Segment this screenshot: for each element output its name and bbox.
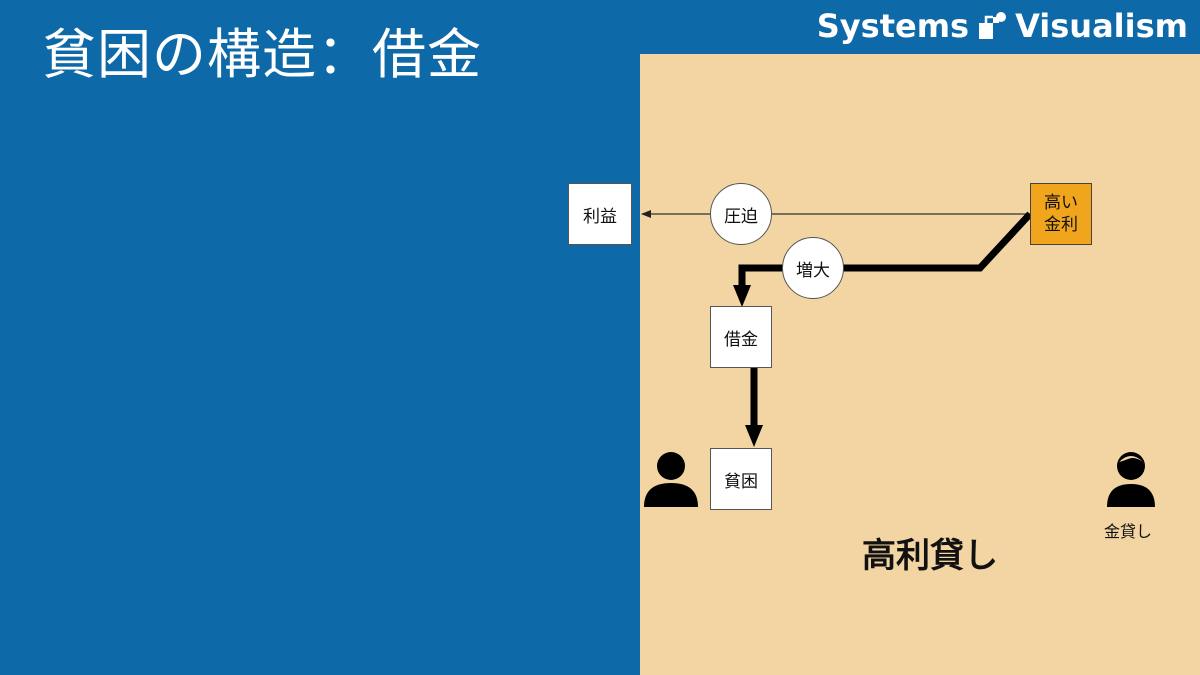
- lender-person-icon: [1107, 452, 1155, 507]
- pressure-link-label: 圧迫: [710, 183, 772, 245]
- brand-logo: Systems Visualism: [817, 6, 1188, 46]
- pressure-text: 圧迫: [724, 206, 758, 227]
- profit-node: 利益: [568, 183, 632, 245]
- increase-link-label: 増大: [782, 237, 844, 299]
- profit-label: 利益: [583, 206, 617, 227]
- high-interest-line-2: 金利: [1044, 215, 1078, 235]
- increase-link: [733, 211, 1033, 307]
- lender-label: 金貸し: [1104, 522, 1153, 541]
- high-interest-node: 高い 金利: [1030, 183, 1092, 245]
- poverty-node: 貧困: [710, 448, 772, 510]
- panel-label: 高利貸し: [862, 536, 998, 576]
- page-title: 貧困の構造：借金: [42, 23, 482, 86]
- brand-text-left: Systems: [816, 7, 970, 45]
- systems-logo-icon: [979, 12, 1007, 39]
- poverty-label: 貧困: [724, 471, 758, 492]
- high-interest-line-1: 高い: [1044, 193, 1078, 213]
- brand-text-right: Visualism: [1015, 7, 1188, 45]
- debt-node: 借金: [710, 306, 772, 368]
- person-icon: [644, 452, 698, 507]
- increase-text: 増大: [796, 260, 830, 281]
- debt-label: 借金: [724, 329, 758, 350]
